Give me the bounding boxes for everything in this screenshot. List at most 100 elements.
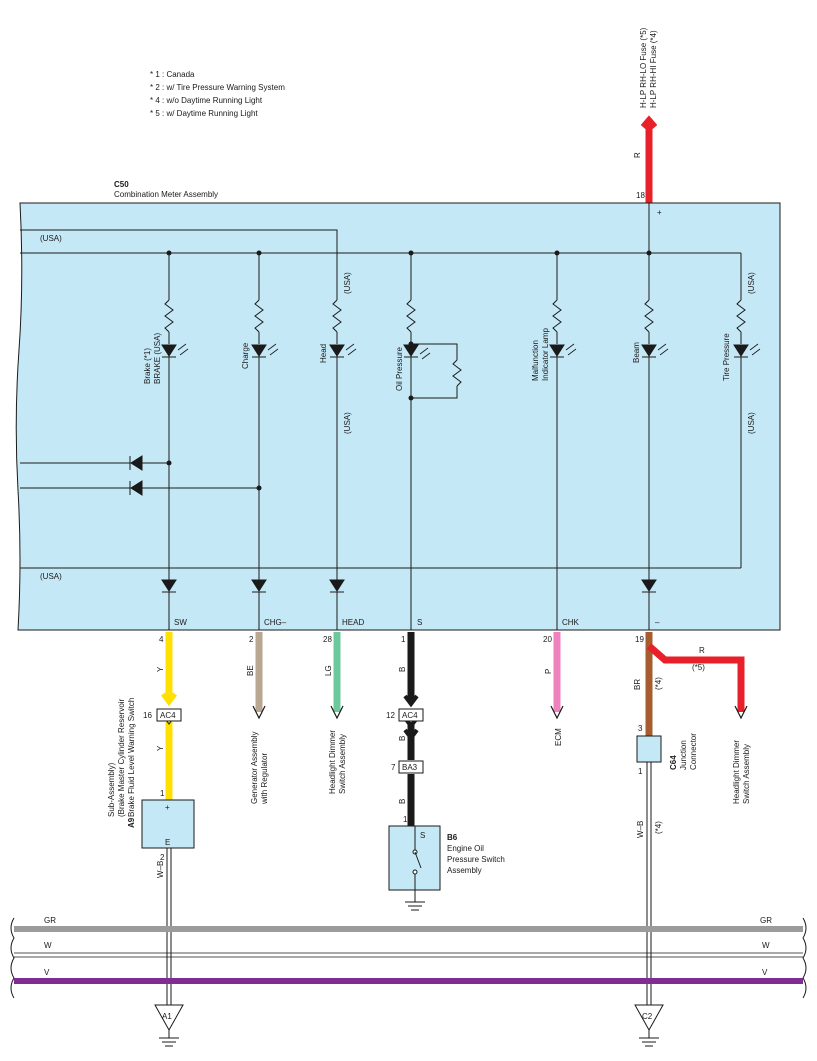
note-2: * 2 : w/ Tire Pressure Warning System — [150, 83, 285, 92]
connector-ac4-b: AC4 12 — [386, 708, 424, 722]
c64-code: C64 — [669, 755, 678, 770]
meter-code: C50 — [114, 180, 129, 189]
diodes — [129, 455, 657, 593]
a9-pin-top: 1 — [160, 789, 165, 798]
usa-bottom-label: (USA) — [40, 572, 62, 581]
connector-ac4-a-label: AC4 — [160, 711, 176, 720]
c64-name-2: Connector — [689, 733, 698, 770]
pin-s: 1 — [401, 635, 406, 644]
b6-s: S — [420, 831, 425, 840]
a9-pin-bottom: 2 — [160, 853, 165, 862]
ground-point-a1: A1 — [154, 1004, 184, 1047]
meter-plus: + — [657, 208, 662, 217]
a9-plus: + — [165, 803, 170, 812]
wire-c64-ground-note: (*4) — [654, 821, 663, 834]
dimmer-label-1: Headlight Dimmer — [328, 730, 337, 794]
lamp-head: Head — [319, 344, 328, 363]
note-3: * 4 : w/o Daytime Running Light — [150, 96, 263, 105]
generator-label-1: Generator Assembly — [250, 732, 259, 804]
fuse-label-hi: H-LP RH-HI Fuse (*4) — [649, 30, 658, 108]
c64-junction-connector: 3 1 C64 Junction Connector — [636, 724, 698, 776]
fuse-pin: 18 — [636, 191, 645, 200]
lamp-charge: Charge — [241, 342, 250, 369]
ground-point-c2: C2 — [634, 1004, 664, 1047]
bus-w-right: W — [762, 941, 770, 950]
meter-internal-wiring — [20, 203, 746, 630]
lamp-oil-pressure: Oil Pressure — [395, 346, 404, 391]
pin-chg: 2 — [249, 635, 254, 644]
c64-pin-top: 3 — [638, 724, 643, 733]
wire-sw-2: Y — [156, 745, 165, 751]
meter-name: Combination Meter Assembly — [114, 190, 218, 199]
pin-sw: 4 — [159, 635, 164, 644]
b6-code: B6 — [447, 833, 458, 842]
wire-s: B — [398, 667, 407, 672]
lamp-tire-pressure: Tire Pressure — [722, 333, 731, 381]
wire-s-2: B — [398, 736, 407, 741]
a9-brake-fluid-switch: + E 1 2 A9 Brake Fluid Level Warning Swi… — [107, 698, 195, 862]
wire-head: LG — [324, 665, 333, 676]
bus-gr-left: GR — [44, 916, 56, 925]
connector-ba3-pin: 7 — [391, 763, 396, 772]
usa-head-top: (USA) — [343, 272, 352, 294]
usa-top-label: (USA) — [40, 234, 62, 243]
connector-ac4-a: AC4 16 — [143, 708, 182, 722]
connector-ac4-b-label: AC4 — [402, 711, 418, 720]
terminal-sw: SW — [174, 618, 187, 627]
connector-ac4-a-pin: 16 — [143, 711, 152, 720]
ground-buses: GR GR W W V V — [10, 916, 807, 999]
wire-minus-note: (*4) — [654, 677, 663, 690]
a9-code: A9 — [127, 817, 136, 828]
dimmer-b-label-2: Switch Assembly — [742, 744, 751, 804]
terminal-s: S — [417, 618, 422, 627]
led-indicators — [161, 344, 749, 358]
fuse-wire-color: R — [633, 152, 642, 158]
pin-chk: 20 — [543, 635, 552, 644]
wire-a9-ground: W–B — [156, 861, 165, 878]
b6-pin: 1 — [403, 815, 408, 824]
b6-name-3: Assembly — [447, 866, 482, 875]
ecm-label: ECM — [554, 728, 563, 746]
connector-ac4-b-pin: 12 — [386, 711, 395, 720]
dimmer-label-2: Switch Assembly — [338, 734, 347, 794]
dimmer-b-label-1: Headlight Dimmer — [732, 740, 741, 804]
b6-name-1: Engine Oil — [447, 844, 484, 853]
note-4: * 5 : w/ Daytime Running Light — [150, 109, 258, 118]
wire-sw: Y — [156, 666, 165, 672]
led-rays — [177, 343, 761, 360]
lamp-mil-1: Malfunction — [531, 340, 540, 381]
wire-minus: BR — [633, 679, 642, 690]
pin-head: 28 — [323, 635, 332, 644]
lamp-mil-2: Indicator Lamp — [541, 328, 550, 381]
fuse-label-lo: H-LP RH-LO Fuse (*5) — [639, 27, 648, 108]
wire-red-note: (*5) — [692, 663, 705, 672]
wire-c64-ground: W–B — [636, 821, 645, 838]
usa-tire-top: (USA) — [747, 272, 756, 294]
junction-dots — [166, 250, 652, 491]
lamp-brake-2: BRAKE (USA) — [153, 333, 162, 384]
combination-meter-body — [15, 202, 781, 631]
b6-name-2: Pressure Switch — [447, 855, 505, 864]
bus-v-left: V — [44, 968, 50, 977]
note-1: * 1 : Canada — [150, 70, 195, 79]
bus-gr-right: GR — [760, 916, 772, 925]
wire-s-3: B — [398, 799, 407, 804]
pin-minus: 19 — [635, 635, 644, 644]
c64-name-1: Junction — [679, 740, 688, 770]
wire-chg: BE — [246, 665, 255, 676]
terminal-chg: CHG– — [264, 618, 287, 627]
lamp-brake-1: Brake (*1) — [143, 348, 152, 384]
connector-ba3: BA3 7 — [391, 760, 424, 774]
generator-label-2: with Regulator — [260, 753, 269, 805]
ground-a1-label: A1 — [162, 1012, 172, 1021]
bus-v-right: V — [762, 968, 768, 977]
a9-name-1: Brake Fluid Level Warning Switch — [127, 698, 136, 817]
bus-w-left: W — [44, 941, 52, 950]
b6-oil-pressure-switch: S 1 B6 Engine Oil Pressure Switch Assemb… — [388, 815, 505, 911]
usa-tire-mid: (USA) — [747, 412, 756, 434]
fuse-input: H-LP RH-LO Fuse (*5) H-LP RH-HI Fuse (*4… — [633, 27, 658, 203]
wire-chk: P — [544, 669, 553, 674]
usa-head-mid: (USA) — [343, 412, 352, 434]
a9-name-3: Sub-Assembly) — [107, 762, 116, 817]
terminal-chk: CHK — [562, 618, 580, 627]
